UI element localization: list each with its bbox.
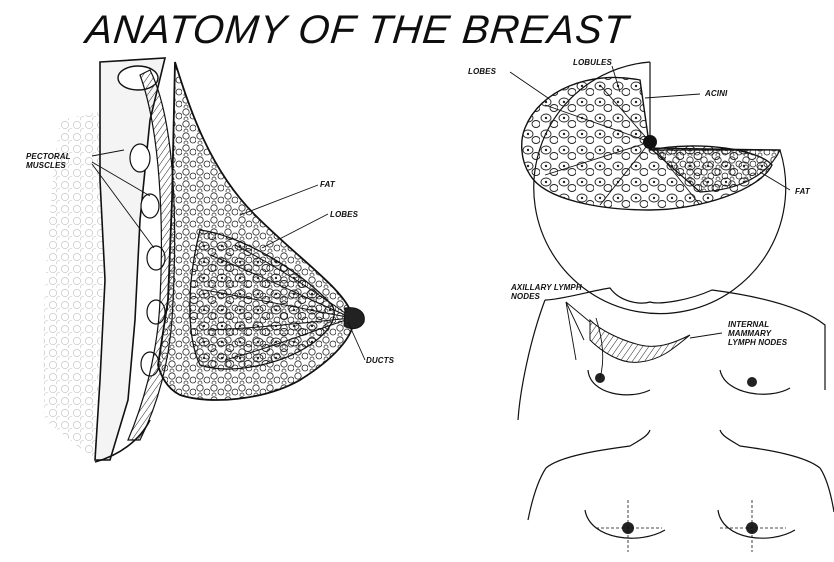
label-ducts: DUCTS xyxy=(366,356,394,365)
label-axillary-lymph-nodes: AXILLARY LYMPH NODES xyxy=(511,283,582,301)
label-lobules: LOBULES xyxy=(573,58,612,67)
label-acini: ACINI xyxy=(705,89,727,98)
lymph-chain xyxy=(590,320,690,362)
label-pectoral-muscles: PECTORAL MUSCLES xyxy=(26,152,71,170)
rib xyxy=(141,194,159,218)
front-torso-view xyxy=(528,430,834,552)
label-side-fat: FAT xyxy=(320,180,335,189)
left-breast xyxy=(588,370,650,395)
label-side-lobes: LOBES xyxy=(330,210,358,219)
label-internal-mammary-lymph-nodes: INTERNAL MAMMARY LYMPH NODES xyxy=(728,320,787,347)
shoulders-outline xyxy=(546,430,650,468)
lobules-view xyxy=(510,62,790,314)
nipple xyxy=(344,308,364,329)
label-top-lobes: LOBES xyxy=(468,67,496,76)
rib xyxy=(130,144,150,172)
sagittal-view xyxy=(44,58,365,462)
lymph-nodes-view xyxy=(518,288,825,420)
label-top-fat: FAT xyxy=(795,187,810,196)
